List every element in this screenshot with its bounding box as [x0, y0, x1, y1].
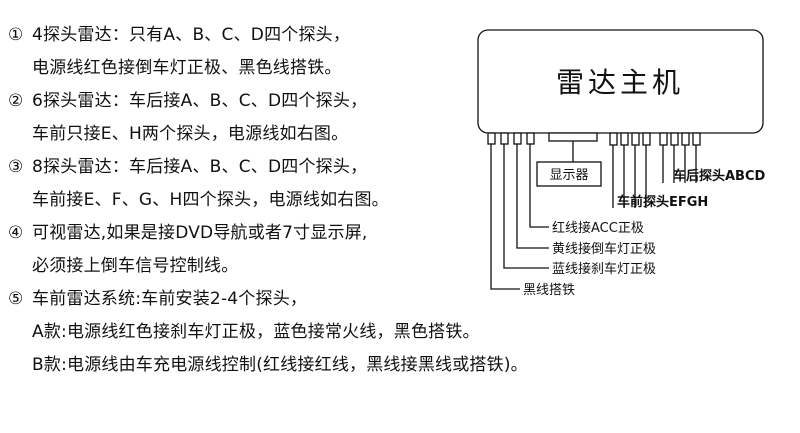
black-wire-label: 黑线搭铁: [523, 282, 575, 298]
instruction-text: 车前只接E、H两个探头，电源线如右图。: [32, 124, 349, 144]
wire-connectors: [487, 132, 535, 145]
display-box: [536, 161, 602, 187]
instruction-text: 车前接E、F、G、H四个探头，电源线如右图。: [32, 190, 389, 210]
red-wire-line: [529, 144, 549, 228]
instruction-number: ④: [8, 223, 24, 243]
instruction-text: A款:电源线红色接刹车灯正极，蓝色接常火线，黑色搭铁。: [32, 322, 480, 342]
instruction-line-11: B款:电源线由车充电源线控制(红线接红线，黑线接黑线或搭铁)。: [8, 354, 528, 376]
instruction-line-7: ④ 可视雷达,如果是接DVD导航或者7寸显示屏,: [8, 222, 368, 244]
instruction-number: ②: [8, 91, 24, 111]
instruction-number: ①: [8, 25, 24, 45]
front-probe-connectors: [609, 132, 651, 146]
display-label: 显示器: [549, 168, 588, 183]
rear-probe-connectors: [659, 132, 701, 146]
front-probes-label: 车前探头EFGH: [617, 194, 708, 210]
instruction-number: ⑤: [8, 289, 24, 309]
instruction-text: 8探头雷达：车后接A、B、C、D四个探头，: [32, 157, 368, 177]
blue-wire-line: [503, 144, 549, 269]
display-connector: [548, 132, 598, 142]
blue-wire-label: 蓝线接刹车灯正极: [552, 261, 656, 277]
instruction-text: 车前雷达系统:车前安装2-4个探头，: [32, 289, 308, 309]
instruction-line-10: A款:电源线红色接刹车灯正极，蓝色接常火线，黑色搭铁。: [8, 321, 480, 343]
instruction-line-5: ③ 8探头雷达：车后接A、B、C、D四个探头，: [8, 156, 367, 178]
instruction-number: ③: [8, 157, 24, 177]
instruction-line-3: ② 6探头雷达：车后接A、B、C、D四个探头，: [8, 90, 367, 112]
instruction-line-9: ⑤ 车前雷达系统:车前安装2-4个探头，: [8, 288, 307, 310]
instruction-line-6: 车前接E、F、G、H四个探头，电源线如右图。: [8, 189, 389, 211]
radar-host-label: 雷达主机: [556, 66, 684, 99]
rear-probe-lines: [662, 145, 697, 183]
instruction-text: 电源线红色接倒车灯正极、黑色线搭铁。: [32, 58, 342, 78]
instruction-line-8: 必须接上倒车信号控制线。: [8, 255, 238, 277]
yellow-wire-line: [516, 144, 549, 249]
instruction-text: B款:电源线由车充电源线控制(红线接红线，黑线接黑线或搭铁)。: [32, 355, 528, 375]
instruction-text: 必须接上倒车信号控制线。: [32, 256, 239, 276]
black-wire-line: [490, 144, 520, 290]
instruction-line-1: ① 4探头雷达：只有A、B、C、D四个探头，: [8, 24, 350, 46]
instruction-text: 6探头雷达：车后接A、B、C、D四个探头，: [32, 91, 368, 111]
instruction-line-4: 车前只接E、H两个探头，电源线如右图。: [8, 123, 348, 145]
instruction-text: 可视雷达,如果是接DVD导航或者7寸显示屏,: [32, 223, 368, 243]
instruction-text: 4探头雷达：只有A、B、C、D四个探头，: [32, 25, 351, 45]
red-wire-label: 红线接ACC正极: [552, 220, 644, 236]
rear-probes-label: 车后探头ABCD: [673, 168, 766, 184]
front-probe-lines: [612, 145, 647, 208]
yellow-wire-label: 黄线接倒车灯正极: [552, 241, 656, 257]
instruction-line-2: 电源线红色接倒车灯正极、黑色线搭铁。: [8, 57, 342, 79]
